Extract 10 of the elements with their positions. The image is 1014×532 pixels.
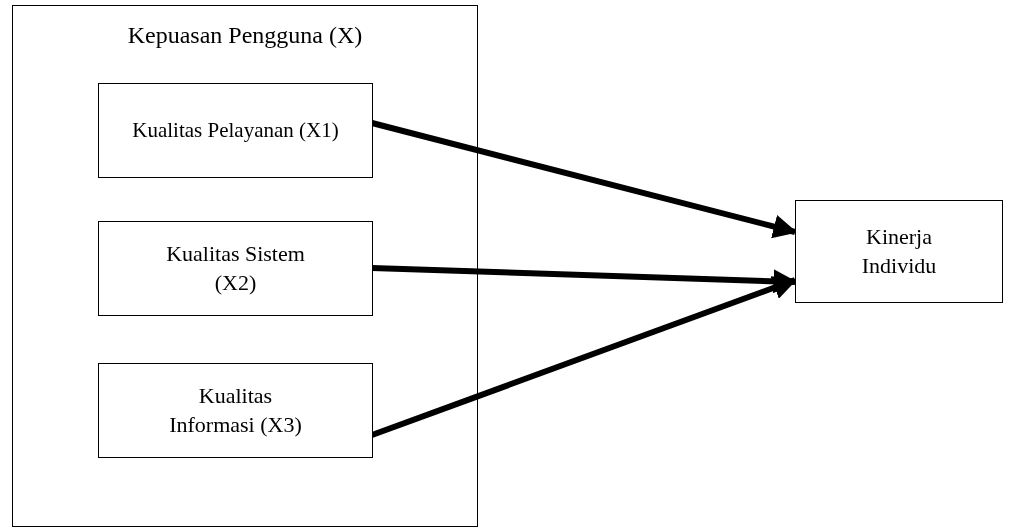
variable-box [98, 221, 373, 316]
variable-box [795, 200, 1003, 303]
variable-box [98, 363, 373, 458]
node-label: Kualitas Informasi (X3) [168, 381, 303, 439]
node-label: Kualitas Sistem (X2) [165, 239, 306, 297]
variable-box [98, 83, 373, 178]
group-box [12, 5, 478, 527]
node-label: Kualitas Pelayanan (X1) [132, 116, 339, 144]
group-title: Kepuasan Pengguna (X) [126, 21, 364, 50]
node-label: Kinerja Individu [860, 222, 938, 280]
